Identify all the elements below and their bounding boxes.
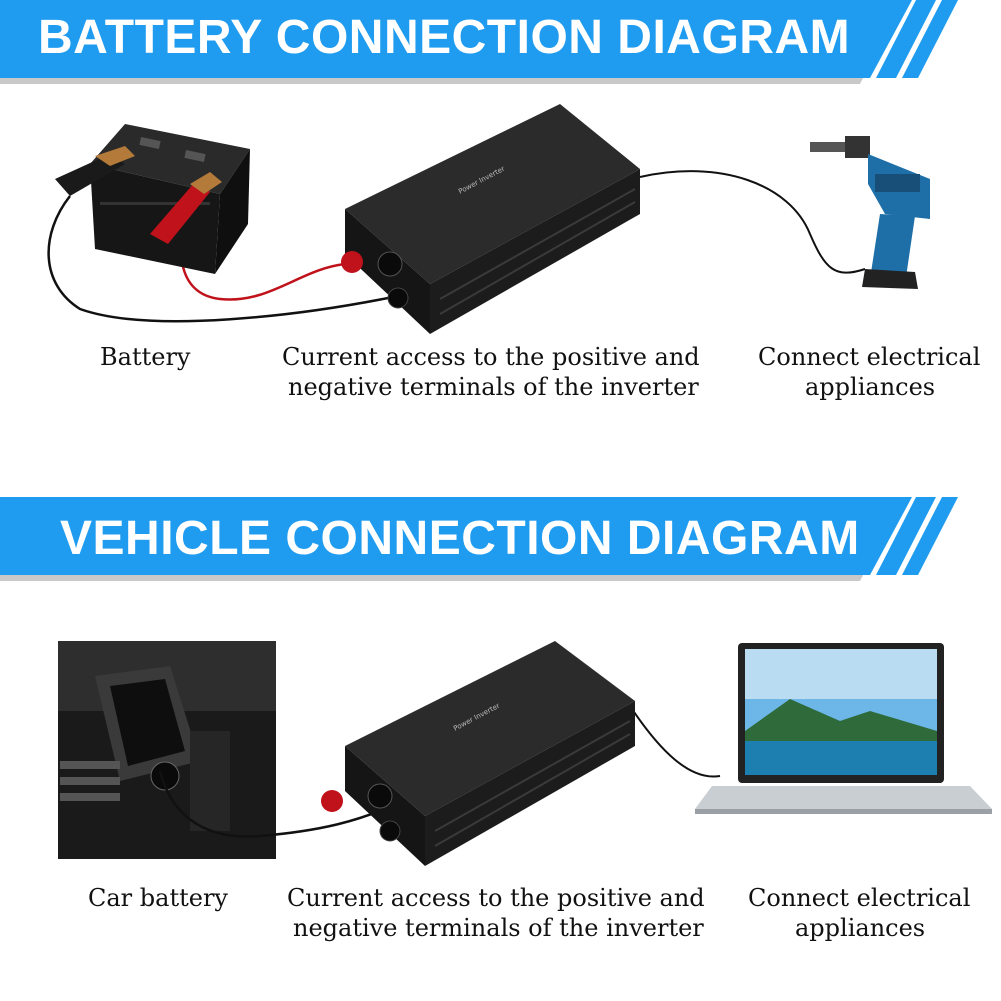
negative-terminal (387, 287, 409, 309)
vehicle-diagram-title: VEHICLE CONNECTION DIAGRAM (60, 512, 860, 565)
vehicle-diagram: Power Inverter Car battery Current acces… (0, 581, 1001, 961)
inverter-illustration: Power Inverter (321, 641, 635, 866)
battery-diagram-banner: BATTERY CONNECTION DIAGRAM (0, 0, 1001, 84)
laptop-illustration (695, 643, 992, 814)
vehicle-diagram-banner: VEHICLE CONNECTION DIAGRAM (0, 497, 1001, 581)
positive-terminal (321, 790, 343, 812)
inverter-caption-line1: Current access to the positive and (287, 884, 705, 912)
fan-grille (367, 783, 393, 809)
banner-background (0, 497, 958, 581)
appliance-caption-line1: Connect electrical (758, 343, 981, 371)
inverter-caption-line1: Current access to the positive and (282, 343, 700, 371)
appliance-caption-line1: Connect electrical (748, 884, 971, 912)
inverter-caption-line2: negative terminals of the inverter (288, 373, 699, 401)
banner-stripe-1 (876, 497, 936, 575)
banner-stripe-2 (902, 497, 958, 575)
banner-stripe-1 (876, 0, 936, 78)
battery-diagram-title: BATTERY CONNECTION DIAGRAM (38, 11, 851, 64)
inverter-illustration: Power Inverter (341, 104, 640, 334)
drill-illustration (810, 136, 930, 289)
car-battery-caption: Car battery (88, 884, 228, 912)
appliance-cable (639, 170, 866, 274)
banner-stripe-2 (902, 0, 958, 78)
banner-fill (0, 0, 912, 78)
battery-diagram: Power Inverter Battery Current access to… (0, 84, 1001, 414)
vehicle-cable (158, 770, 399, 838)
appliance-caption-line2: appliances (805, 373, 936, 401)
negative-cable (47, 195, 399, 323)
battery-illustration (90, 124, 250, 274)
banner-fill (0, 497, 912, 575)
fan-grille (377, 251, 403, 277)
positive-clamp (150, 172, 222, 244)
negative-terminal (379, 820, 401, 842)
battery-caption: Battery (100, 343, 191, 371)
inverter-caption-line2: negative terminals of the inverter (293, 914, 704, 942)
negative-clamp (55, 146, 135, 196)
positive-terminal (341, 251, 363, 273)
appliance-caption-line2: appliances (795, 914, 926, 942)
car-interior-illustration (58, 641, 276, 859)
laptop-cable (629, 705, 721, 778)
banner-background (0, 0, 958, 84)
